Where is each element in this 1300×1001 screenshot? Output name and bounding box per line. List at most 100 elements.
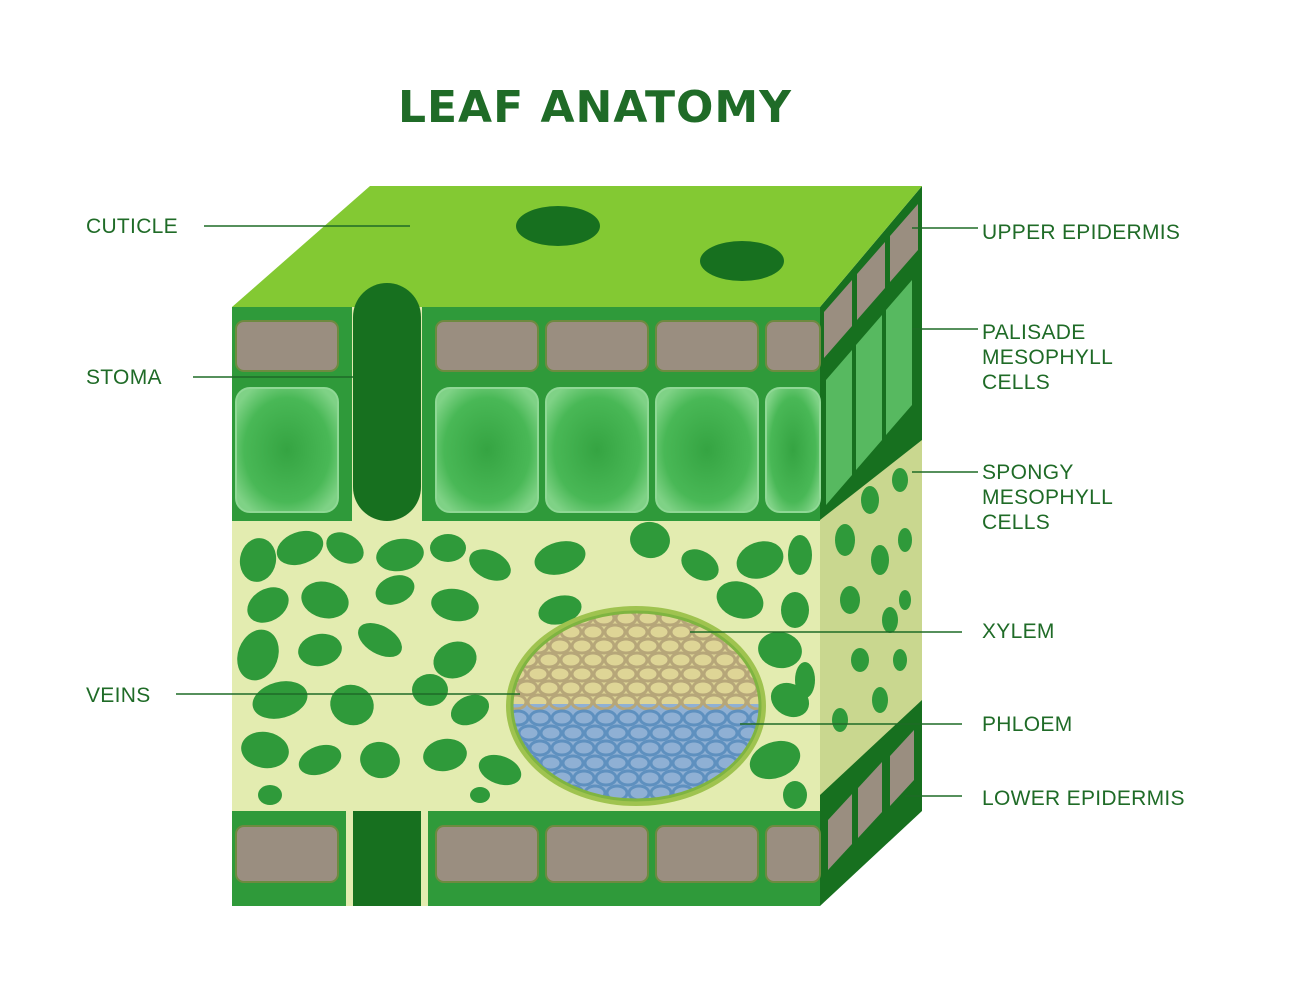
label-cuticle: CUTICLE — [86, 215, 178, 238]
xylem-cell — [570, 665, 594, 683]
xylem-cell — [548, 637, 572, 655]
phloem-cell — [682, 769, 706, 787]
xylem-cell — [537, 651, 561, 669]
xylem-cell — [680, 665, 704, 683]
phloem-cell — [616, 739, 640, 757]
xylem-cell — [526, 693, 550, 711]
label-phloem: PHLOEM — [982, 713, 1073, 736]
spongy-mesophyll-cell — [237, 629, 279, 681]
spongy-mesophyll-cell — [716, 581, 764, 619]
phloem-cell — [638, 769, 662, 787]
spongy-mesophyll-cell — [783, 781, 807, 809]
phloem-cell — [550, 739, 574, 757]
side-spongy-blob — [840, 586, 860, 614]
phloem-cell — [671, 724, 695, 742]
spongy-mesophyll-cell — [470, 787, 490, 803]
xylem-cell — [559, 679, 583, 697]
phloem-cell — [638, 739, 662, 757]
stoma-opening — [516, 206, 600, 246]
phloem-cell — [605, 784, 629, 800]
phloem-cell — [616, 709, 640, 727]
phloem-cell — [704, 739, 728, 757]
phloem-cell — [660, 769, 684, 787]
spongy-mesophyll-cell — [758, 631, 802, 669]
phloem-cell — [517, 724, 541, 742]
spongy-mesophyll-cell — [252, 681, 308, 719]
side-spongy-blob — [851, 648, 869, 672]
vein-outline — [510, 610, 762, 802]
xylem-cell — [614, 637, 638, 655]
spongy-mesophyll-cell — [247, 587, 289, 623]
xylem-cell — [691, 651, 715, 669]
spongy-mesophyll-cell — [358, 622, 402, 658]
label-stoma: STOMA — [86, 366, 162, 389]
spongy-mesophyll-cell — [534, 541, 586, 575]
phloem-cell — [715, 724, 739, 742]
side-lower-epidermis-cell — [828, 794, 852, 870]
phloem-cell — [561, 754, 585, 772]
spongy-mesophyll-cell — [433, 641, 477, 679]
spongy-mesophyll-cell — [326, 532, 364, 564]
upper-epidermis-cell — [235, 320, 339, 372]
upper-epidermis-cell — [655, 320, 759, 372]
lower-epidermis-cell — [545, 825, 649, 883]
xylem-cell — [647, 623, 671, 641]
stoma-guard — [346, 307, 352, 521]
xylem-cell — [570, 693, 594, 711]
xylem-cell — [581, 623, 605, 641]
phloem-cell — [693, 724, 717, 742]
phloem-cell — [649, 754, 673, 772]
phloem-cell — [638, 709, 662, 727]
spongy-mesophyll-cell — [241, 731, 289, 769]
phloem-cell — [512, 709, 530, 727]
label-palisade-mesophyll-cells: PALISADE MESOPHYLL CELLS — [982, 321, 1114, 394]
xylem-cell — [636, 693, 660, 711]
xylem-cell — [669, 679, 693, 697]
xylem-cell — [581, 679, 605, 697]
xylem-cell — [658, 637, 682, 655]
top-face — [232, 186, 922, 307]
phloem-cell — [627, 754, 651, 772]
side-spongy-blob — [882, 607, 898, 633]
stoma-opening — [700, 241, 784, 281]
spongy-mesophyll-cell — [630, 521, 670, 559]
side-spongy-blob — [832, 708, 848, 732]
xylem-cell — [603, 623, 627, 641]
side-lower-epidermis-cell — [858, 762, 882, 838]
phloem-cell — [594, 709, 618, 727]
phloem-cell — [693, 754, 717, 772]
spongy-mesophyll-cell — [770, 682, 810, 718]
xylem-cell — [636, 665, 660, 683]
spongy-mesophyll-cell — [681, 549, 719, 581]
xylem-cell — [603, 651, 627, 669]
side-palisade-cell — [826, 350, 852, 505]
phloem-cell — [649, 724, 673, 742]
leader-lines — [176, 225, 978, 797]
upper-epidermis-cell — [435, 320, 539, 372]
xylem-cell — [548, 665, 572, 683]
xylem-cell — [658, 693, 682, 711]
xylem-cell — [625, 679, 649, 697]
side-epidermis-cell — [857, 242, 885, 320]
label-lower-epidermis: LOWER EPIDERMIS — [982, 787, 1185, 810]
spongy-mesophyll-cell — [375, 575, 415, 605]
side-spongy-blob — [892, 468, 908, 492]
xylem-cell — [702, 637, 726, 655]
phloem-cell — [649, 784, 673, 800]
xylem-cell — [636, 637, 660, 655]
spongy-mesophyll-cell — [423, 738, 467, 772]
side-epidermis-cell — [824, 280, 852, 358]
spongy-mesophyll-cell — [788, 535, 812, 575]
xylem-cell — [512, 693, 528, 711]
side-spongy-blob — [898, 528, 912, 552]
phloem-cell — [572, 739, 596, 757]
stoma-tube-lower — [353, 811, 421, 906]
side-spongy-blob — [872, 687, 888, 713]
xylem-cell — [636, 612, 660, 627]
upper-epidermis-cell — [765, 320, 821, 372]
label-veins: VEINS — [86, 684, 151, 707]
phloem-cell — [748, 709, 760, 727]
side-spongy-blob — [899, 590, 911, 610]
spongy-mesophyll-cell — [376, 538, 424, 572]
